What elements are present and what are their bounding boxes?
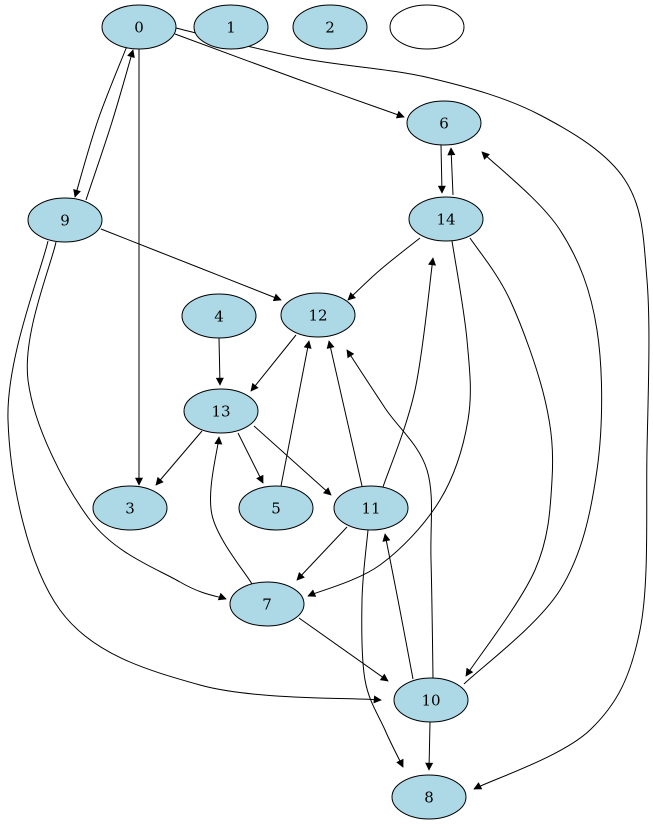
- edge-9-0: [85, 49, 135, 201]
- edge-0-9: [73, 45, 128, 198]
- node-6: 6: [406, 100, 482, 146]
- edge-9-12: [100, 228, 282, 302]
- edge-0-8: [175, 27, 650, 790]
- node-1-shape: [193, 4, 269, 50]
- node-14-label: 14: [436, 210, 455, 228]
- node-10-label: 10: [421, 691, 440, 709]
- edge-14-6: [447, 147, 456, 196]
- node-5: 5: [238, 485, 314, 531]
- node-0-label: 0: [134, 18, 144, 36]
- node-3: 3: [92, 485, 168, 531]
- node-7-label: 7: [262, 595, 272, 613]
- node-4-shape: [181, 293, 257, 339]
- node-0: 0: [101, 4, 177, 50]
- node-14-shape: [408, 196, 484, 242]
- edge-10-11: [382, 533, 414, 680]
- node-14: 14: [408, 196, 484, 242]
- edge-11-14: [382, 257, 436, 488]
- edge-14-12: [347, 237, 421, 301]
- node-2-label: 2: [325, 18, 335, 36]
- node-11-label: 11: [361, 499, 380, 517]
- node-9-shape: [27, 197, 103, 243]
- edge-14-7: [307, 240, 471, 597]
- edge-7-13: [210, 436, 253, 585]
- node-9-label: 9: [60, 211, 70, 229]
- node-5-label: 5: [271, 499, 281, 517]
- edge-10-12: [346, 349, 434, 679]
- node-13-shape: [183, 388, 259, 434]
- node-5-shape: [238, 485, 314, 531]
- edge-0-6: [174, 33, 405, 119]
- edge-12-13: [250, 334, 297, 392]
- edge-9-10: [7, 240, 382, 704]
- node-9: 9: [27, 197, 103, 243]
- edge-9-7: [26, 241, 227, 601]
- node-12-label: 12: [308, 306, 327, 324]
- edge-13-3: [155, 430, 203, 486]
- node-11-shape: [333, 485, 409, 531]
- node-3-label: 3: [125, 499, 135, 517]
- node-4-label: 4: [214, 307, 224, 325]
- node-3-shape: [92, 485, 168, 531]
- edge-5-12: [280, 340, 312, 487]
- node-1-label: 1: [226, 18, 236, 36]
- node-2-shape: [292, 4, 368, 50]
- edge-6-14: [437, 144, 446, 194]
- node-blank: [389, 4, 465, 50]
- edge-13-5: [237, 432, 264, 484]
- node-8-shape: [391, 774, 467, 820]
- node-8-label: 8: [424, 788, 434, 806]
- edge-7-10: [298, 617, 389, 682]
- node-11: 11: [333, 485, 409, 531]
- node-12-shape: [280, 292, 356, 338]
- node-blank-shape: [389, 4, 465, 50]
- edge-10-6: [463, 151, 603, 685]
- edge-14-10: [465, 237, 554, 677]
- node-10: 10: [393, 677, 469, 723]
- node-12: 12: [280, 292, 356, 338]
- node-10-shape: [393, 677, 469, 723]
- node-1: 1: [193, 4, 269, 50]
- node-7: 7: [229, 581, 305, 627]
- edge-13-11: [253, 425, 332, 496]
- edge-11-7: [296, 526, 348, 581]
- node-6-shape: [406, 100, 482, 146]
- node-0-shape: [101, 4, 177, 50]
- node-4: 4: [181, 293, 257, 339]
- node-2: 2: [292, 4, 368, 50]
- edge-11-12: [326, 340, 363, 487]
- edge-4-13: [215, 337, 224, 386]
- node-6-label: 6: [439, 114, 449, 132]
- edge-11-8: [361, 529, 404, 768]
- edge-10-8: [425, 721, 434, 771]
- node-13: 13: [183, 388, 259, 434]
- node-8: 8: [391, 774, 467, 820]
- node-7-shape: [229, 581, 305, 627]
- node-13-label: 13: [211, 402, 230, 420]
